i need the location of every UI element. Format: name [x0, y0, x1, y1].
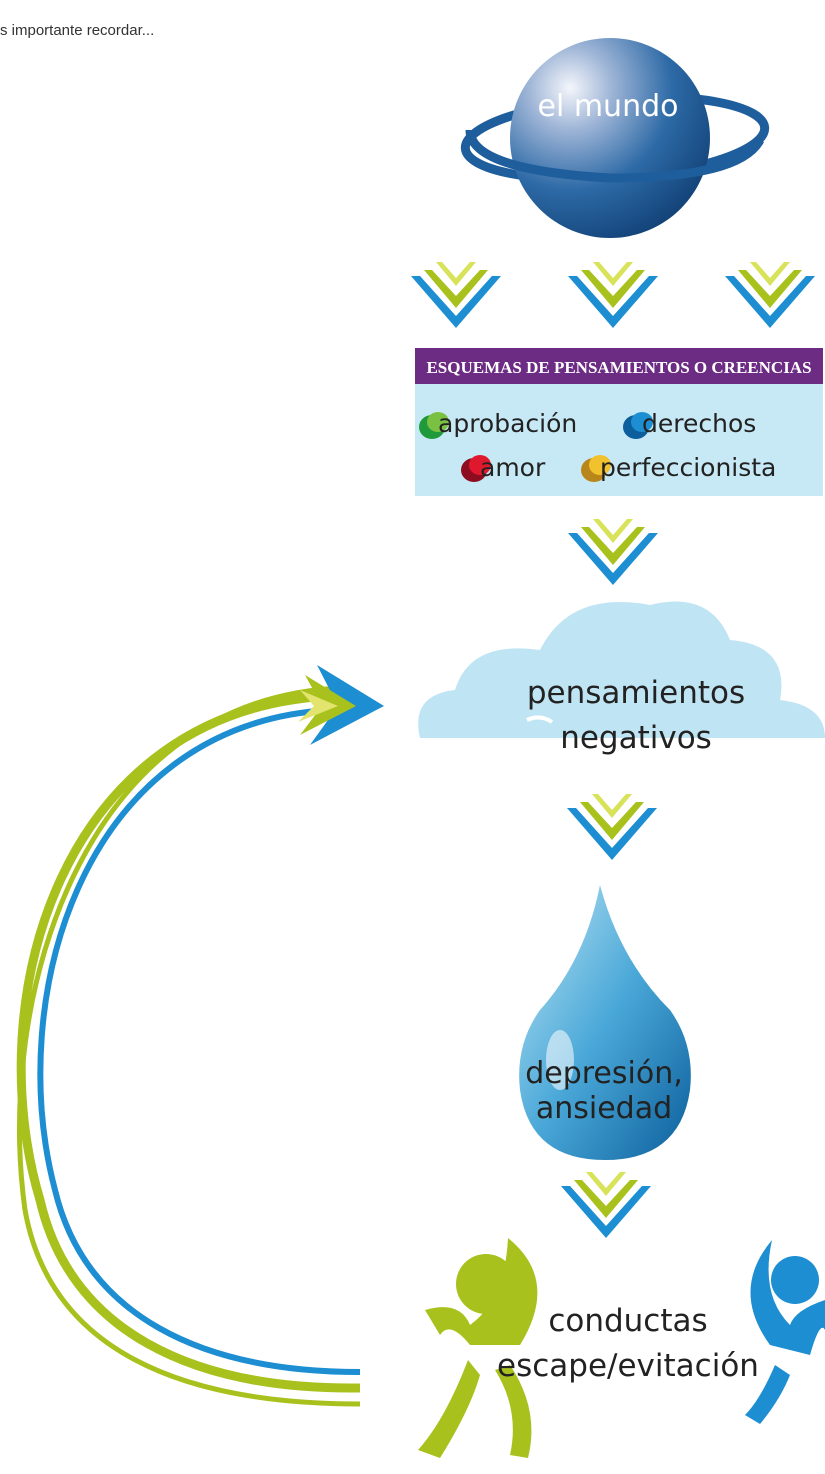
svg-text:derechos: derechos: [642, 409, 756, 438]
emotion-line1: depresión,: [525, 1056, 683, 1091]
schema-item-perfeccionista: perfeccionista: [581, 453, 776, 482]
svg-text:aprobación: aprobación: [438, 409, 577, 438]
chevron-down-icon: [561, 1172, 651, 1238]
schema-item-derechos: derechos: [623, 409, 756, 439]
emotion-drop: depresión, ansiedad: [519, 885, 691, 1160]
schema-item-amor: amor: [461, 453, 546, 482]
feedback-loop-arrow: [16, 665, 384, 1407]
thoughts-cloud: pensamientos negativos: [418, 601, 825, 756]
thoughts-line2: negativos: [560, 720, 712, 756]
world-label: el mundo: [538, 89, 679, 124]
svg-text:amor: amor: [480, 453, 546, 482]
intro-text: s importante recordar...: [0, 22, 155, 39]
schemas-title: ESQUEMAS DE PENSAMIENTOS O CREENCIAS: [426, 358, 811, 377]
world-globe: el mundo: [460, 38, 770, 238]
thoughts-line1: pensamientos: [527, 675, 745, 711]
schemas-panel: ESQUEMAS DE PENSAMIENTOS O CREENCIAS apr…: [415, 348, 823, 496]
schema-item-aprobacion: aprobación: [419, 409, 577, 439]
behavior-line2: escape/evitación: [497, 1348, 759, 1384]
emotion-line2: ansiedad: [536, 1091, 672, 1126]
green-figure-icon: [418, 1238, 538, 1458]
chevron-down-icon: [725, 262, 815, 328]
chevron-down-icon: [567, 794, 657, 860]
blue-figure-icon: [745, 1240, 825, 1424]
behavior-line1: conductas: [548, 1303, 707, 1339]
chevron-down-icon: [568, 262, 658, 328]
svg-text:perfeccionista: perfeccionista: [600, 453, 776, 482]
chevron-down-icon: [411, 262, 501, 328]
chevron-down-icon: [568, 519, 658, 585]
